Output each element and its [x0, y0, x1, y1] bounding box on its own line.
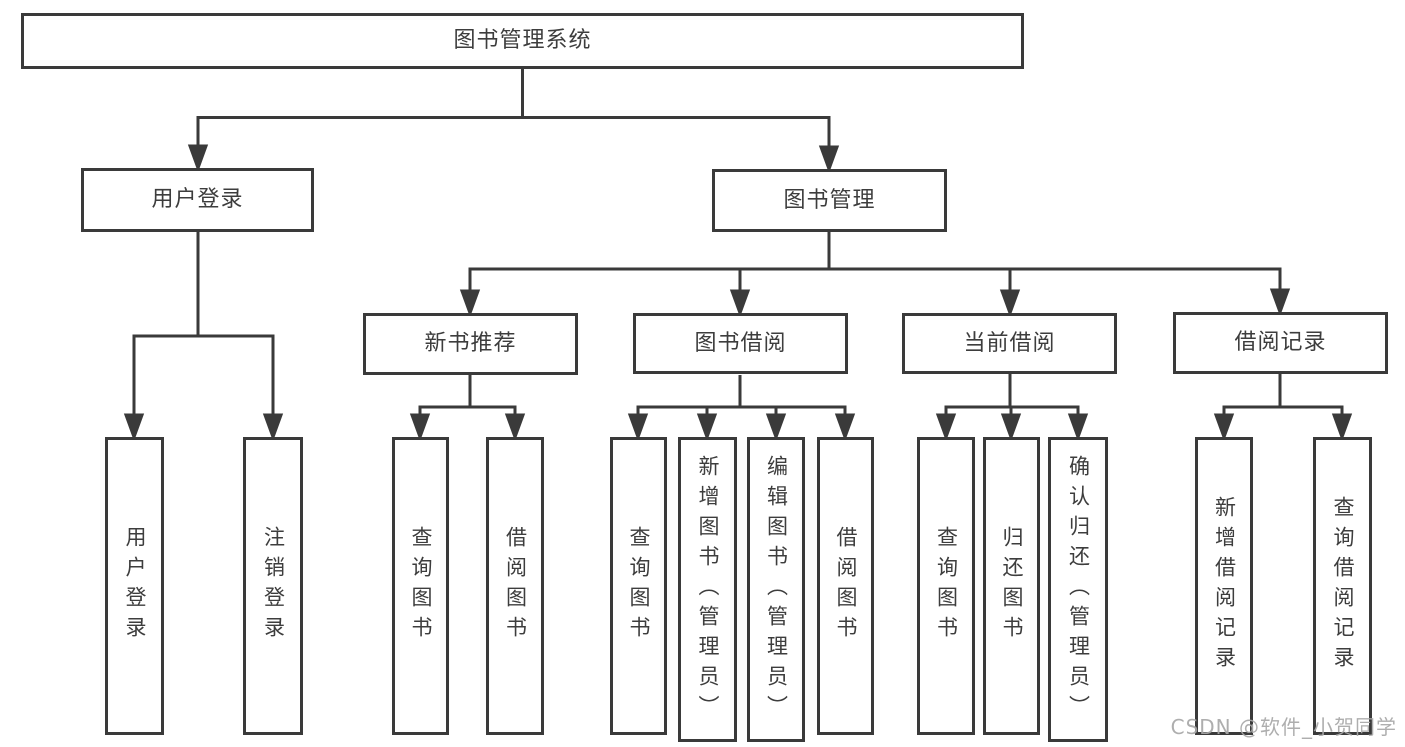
leaf-return-books: 归还图书 [983, 437, 1040, 735]
leaf-borrow-books-recommend: 借阅图书 [486, 437, 544, 735]
node-label: 编辑图书（管理员） [764, 454, 789, 725]
node-label: 图书管理 [783, 187, 876, 213]
node-book-borrow: 图书借阅 [633, 313, 848, 374]
leaf-query-borrow-record: 查询借阅记录 [1313, 437, 1372, 735]
node-label: 确认归还（管理员） [1066, 454, 1091, 725]
node-label: 借阅图书 [834, 526, 858, 646]
node-root-system: 图书管理系统 [21, 13, 1024, 69]
leaf-user-login: 用户登录 [105, 437, 164, 735]
node-label: 新增图书（管理员） [696, 454, 720, 725]
leaf-add-book-admin: 新增图书（管理员） [678, 437, 737, 742]
leaf-query-books-recommend: 查询图书 [392, 437, 449, 735]
leaf-logout: 注销登录 [243, 437, 303, 735]
node-label: 查询图书 [934, 526, 959, 646]
leaf-add-borrow-record: 新增借阅记录 [1195, 437, 1253, 735]
leaf-query-books-borrow: 查询图书 [610, 437, 667, 735]
node-label: 新增借阅记录 [1212, 496, 1237, 676]
node-new-book-recommend: 新书推荐 [363, 313, 578, 375]
node-label: 当前借阅 [963, 330, 1056, 356]
node-label: 归还图书 [1000, 526, 1024, 646]
node-label: 查询图书 [627, 526, 651, 646]
node-label: 借阅记录 [1234, 330, 1327, 355]
leaf-query-books-current: 查询图书 [917, 437, 975, 735]
node-label: 新书推荐 [424, 331, 517, 356]
node-label: 图书借阅 [694, 330, 787, 356]
node-label: 注销登录 [261, 526, 286, 646]
node-label: 借阅图书 [503, 526, 528, 646]
node-label: 用户登录 [123, 526, 147, 646]
leaf-edit-book-admin: 编辑图书（管理员） [747, 437, 805, 742]
node-book-management: 图书管理 [712, 169, 947, 232]
node-label: 用户登录 [151, 187, 244, 212]
node-current-borrow: 当前借阅 [902, 313, 1117, 374]
node-label: 查询图书 [409, 526, 433, 646]
leaf-borrow-books-2: 借阅图书 [817, 437, 874, 735]
leaf-confirm-return-admin: 确认归还（管理员） [1048, 437, 1108, 742]
node-user-login-group: 用户登录 [81, 168, 314, 232]
csdn-watermark: CSDN @软件_小贺同学 [1170, 715, 1397, 739]
node-label: 查询借阅记录 [1331, 496, 1355, 676]
node-label: 图书管理系统 [453, 28, 592, 53]
node-borrow-records: 借阅记录 [1173, 312, 1388, 374]
